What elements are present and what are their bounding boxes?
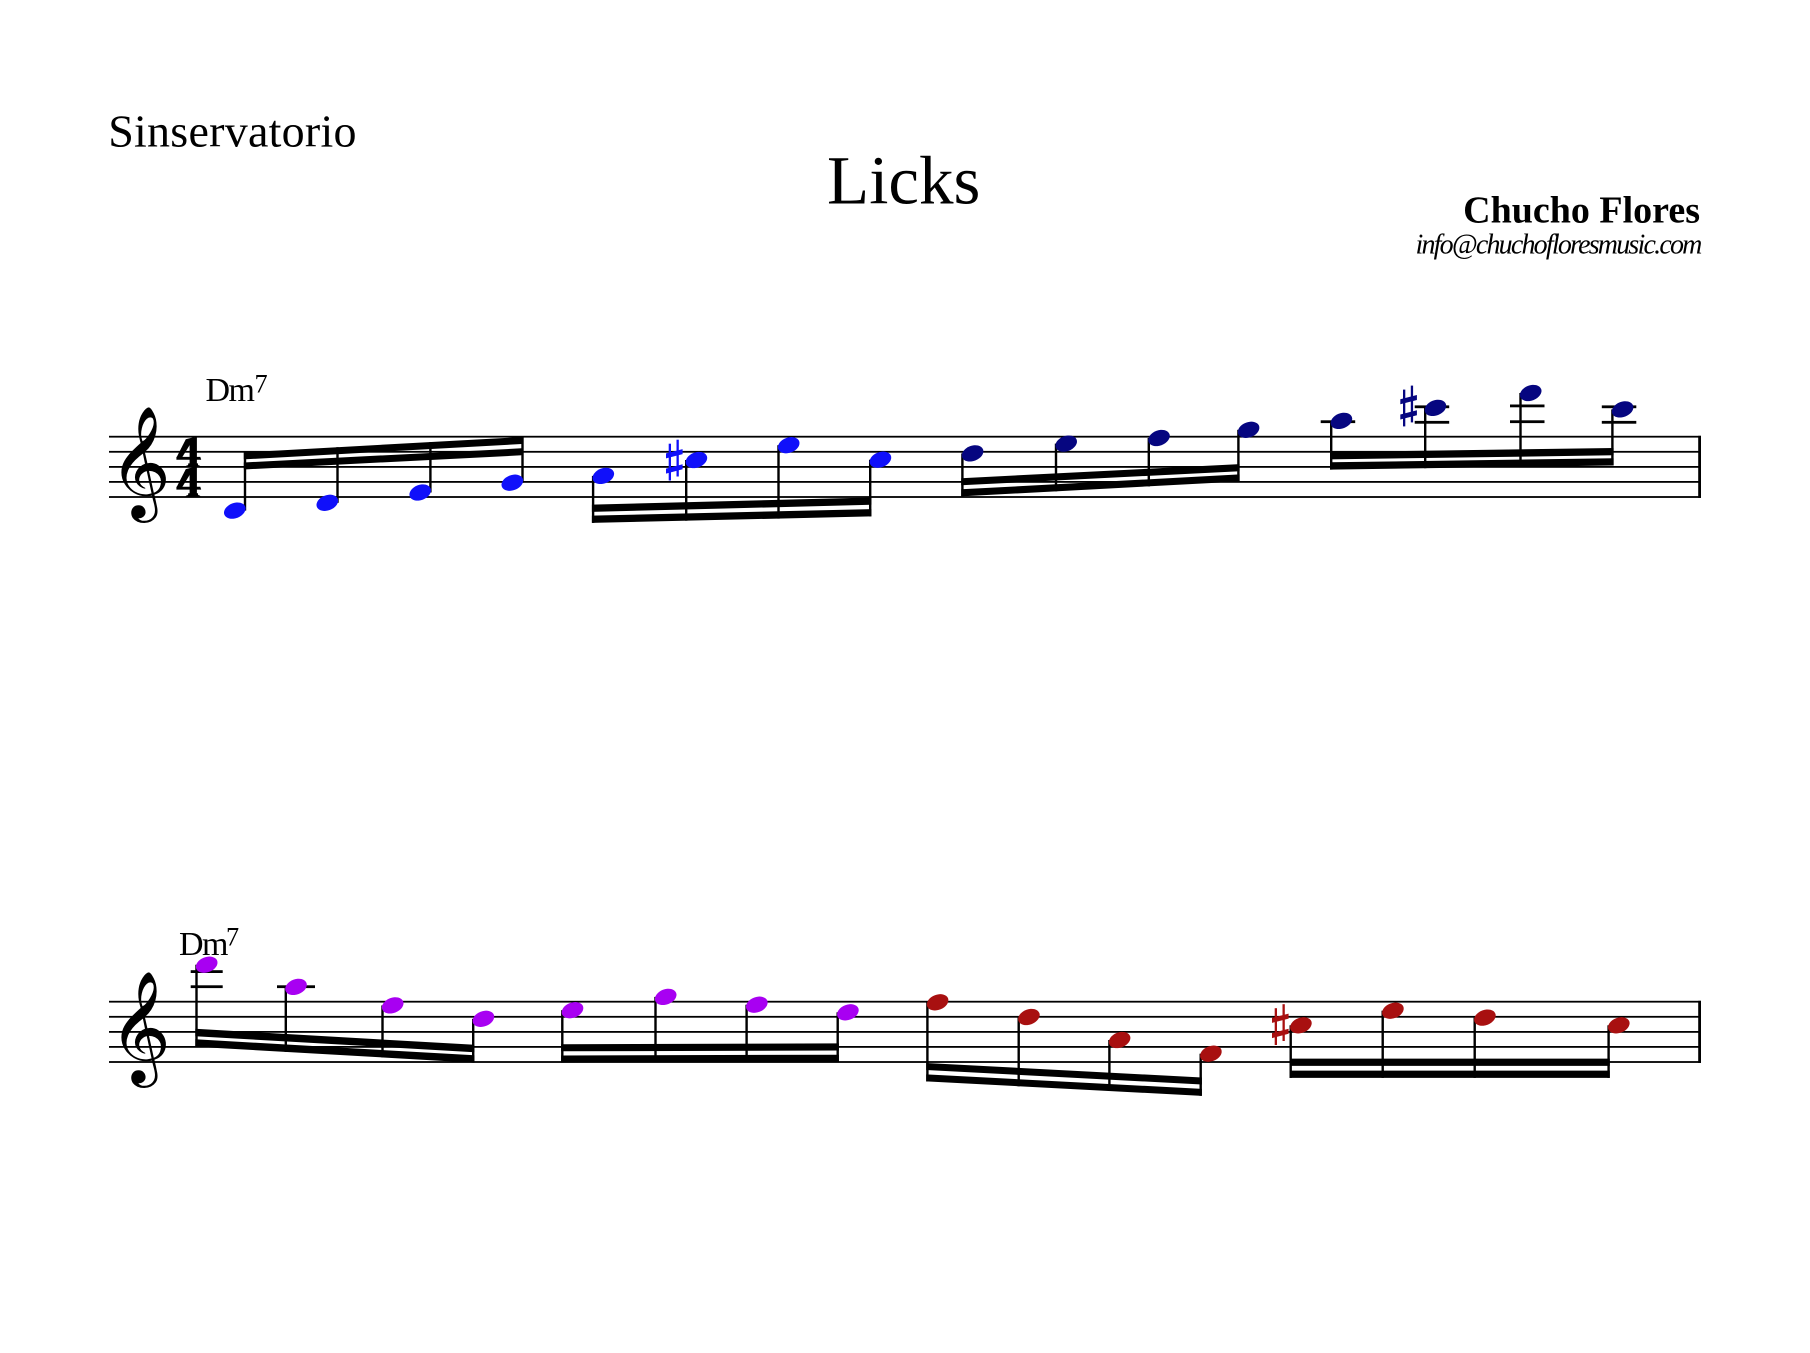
svg-text:Sinservatorio: Sinservatorio — [108, 105, 357, 156]
svg-text:Chucho Flores: Chucho Flores — [1463, 190, 1700, 232]
svg-text:7: 7 — [226, 923, 239, 952]
svg-text:7: 7 — [255, 370, 268, 399]
svg-text:Dm: Dm — [179, 926, 228, 963]
svg-text:Dm: Dm — [206, 372, 255, 409]
svg-text:info@chuchofloresmusic.com: info@chuchofloresmusic.com — [1416, 229, 1703, 260]
svg-text:Licks: Licks — [827, 143, 980, 219]
